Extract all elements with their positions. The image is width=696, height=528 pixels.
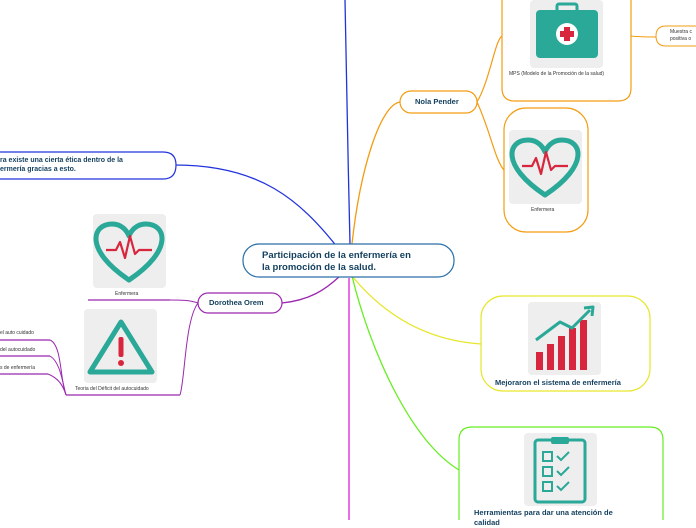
connector-mps-note — [629, 35, 657, 38]
mps-note-text: Muestra c positiva o — [670, 29, 692, 43]
nola-label: Nola Pender — [415, 97, 459, 106]
growth-chart-icon — [535, 305, 595, 370]
connector-etica — [174, 164, 339, 249]
connector-nurse-nola — [476, 101, 505, 171]
connector-orem-nurse — [169, 299, 199, 304]
theory-caption: Teoria del Déficit del autocuidado — [75, 386, 149, 392]
etica-line2: ermería gracias a esto. — [0, 166, 76, 173]
heart-heartbeat-icon — [509, 137, 581, 198]
connector-mps — [476, 35, 503, 103]
first-aid-kit-icon — [536, 2, 598, 58]
central-topic[interactable]: Participación de la enfermería en la pro… — [262, 250, 447, 274]
connector-mejoraron — [351, 275, 482, 345]
mps-note[interactable] — [655, 25, 696, 47]
orem-sub1: el auto cuidado — [0, 330, 34, 336]
checklist-icon — [533, 437, 587, 504]
mejoraron-label: Mejoraron el sistema de enfermería — [495, 378, 621, 387]
mps-note-line2: positiva o — [670, 36, 692, 42]
herramientas-line1: Herramientas para dar una atención de — [474, 508, 613, 517]
nola-nurse-caption: Enfermera — [531, 207, 555, 213]
orem-label: Dorothea Orem — [209, 298, 264, 307]
central-node[interactable] — [242, 243, 455, 278]
connector-top-blue — [344, 0, 351, 245]
connector-nola — [351, 101, 401, 245]
orem-nurse-caption: Enfermera — [115, 291, 139, 297]
mps-note-line1: Muestra c — [670, 29, 692, 35]
orem-node[interactable] — [197, 292, 283, 314]
orem-sub2: del autocuidado — [0, 347, 36, 353]
orem-sub3: s de enfermería — [0, 365, 36, 371]
central-topic-line1: Participación de la enfermería en — [262, 250, 411, 261]
connector-theory-sub3 — [47, 373, 67, 396]
connector-orem — [281, 275, 341, 304]
herramientas-label: Herramientas para dar una atención de ca… — [474, 508, 613, 528]
nola-node[interactable] — [399, 90, 478, 114]
connector-herramientas — [351, 275, 460, 471]
etica-node[interactable] — [0, 151, 177, 180]
central-topic-line2: la promoción de la salud. — [262, 262, 377, 273]
heart-heartbeat-icon — [93, 221, 165, 283]
nola-nurse-tile — [509, 130, 582, 204]
etica-topic: ra existe una cierta ética dentro de la … — [0, 156, 123, 174]
etica-line1: ra existe una cierta ética dentro de la — [0, 157, 123, 164]
mps-caption: MPS (Modelo de la Promoción de la salud) — [509, 71, 605, 77]
connector-orem-theory — [179, 302, 199, 396]
warning-icon — [87, 319, 155, 375]
